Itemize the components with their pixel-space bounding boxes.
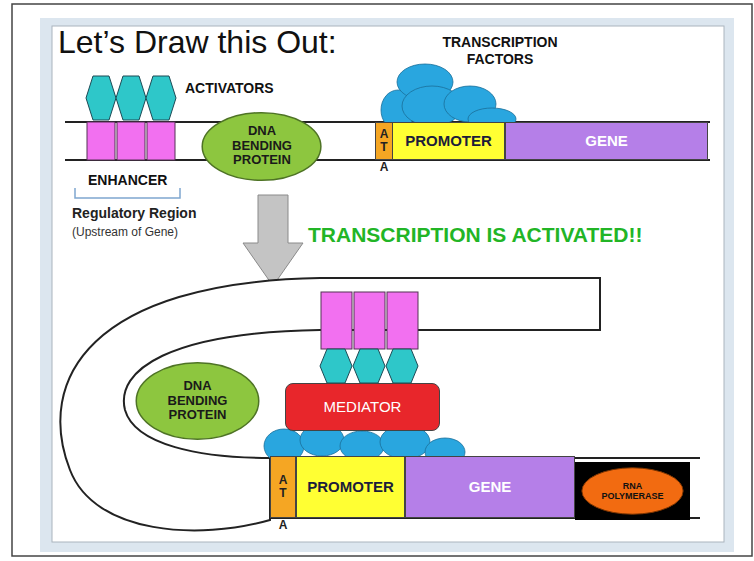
part-label: ACTIVATORS (185, 80, 274, 97)
tata-box: A TA (375, 122, 393, 160)
enhancer-block (87, 122, 115, 160)
base-letters: A (271, 519, 295, 533)
node-label: DNA BENDING PROTEIN (223, 124, 301, 169)
down-arrow (243, 195, 303, 286)
node-label: PROMOTER (405, 132, 492, 149)
protein-shape (203, 112, 322, 180)
slide-panel (52, 26, 724, 542)
rna-polymerase: RNA POLYMERASE (575, 462, 690, 520)
polymerase-shape (582, 468, 683, 514)
region-note: (Upstream of Gene) (72, 225, 178, 239)
node-label: DNA BENDING PROTEIN (159, 379, 237, 424)
enhancer-block (117, 122, 145, 160)
activator-hexagon (386, 349, 418, 383)
region-label: Regulatory Region (72, 205, 196, 222)
node-label: RNA POLYMERASE (600, 481, 666, 502)
slide-border (40, 18, 734, 552)
promoter-box: PROMOTER (392, 122, 505, 160)
mediator-box: MEDIATOR (285, 383, 440, 431)
enhancer-block (147, 122, 175, 160)
page-title: Let’s Draw this Out: (58, 24, 337, 61)
base-letters: A (376, 161, 392, 175)
status-banner: TRANSCRIPTION IS ACTIVATED!! (308, 222, 642, 247)
part-label: ENHANCER (88, 172, 167, 189)
promoter-box: PROMOTER (296, 456, 405, 518)
activator-hexagon (146, 76, 176, 120)
enhancer-block (354, 292, 385, 349)
page-frame (12, 4, 752, 556)
dna-loop (60, 278, 600, 530)
activator-hexagon (116, 76, 146, 120)
protein-shape (136, 363, 259, 439)
activator-hexagon (353, 349, 385, 383)
bracket (75, 188, 180, 198)
enhancer-block (321, 292, 352, 349)
node-label: GENE (469, 478, 512, 495)
base-letters: A T (379, 128, 389, 154)
gene-box: GENE (505, 122, 708, 160)
enhancer-block (387, 292, 418, 349)
activator-hexagon (320, 349, 352, 383)
tata-box: A TA (270, 456, 296, 518)
gene-box: GENE (405, 456, 575, 518)
node-label: GENE (585, 132, 628, 149)
protein-ellipse: DNA BENDING PROTEIN (135, 362, 260, 440)
protein-ellipse: DNA BENDING PROTEIN (201, 112, 322, 181)
node-label: MEDIATOR (324, 398, 402, 415)
node-label: PROMOTER (307, 478, 394, 495)
part-label: TRANSCRIPTION FACTORS (438, 34, 562, 68)
activator-hexagon (86, 76, 116, 120)
base-letters: A T (278, 474, 288, 500)
